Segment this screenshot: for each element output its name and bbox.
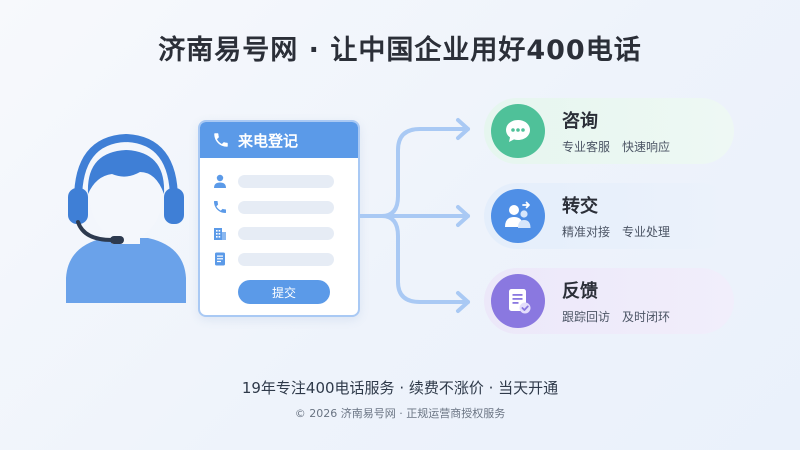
building-icon xyxy=(214,228,226,240)
note-field[interactable] xyxy=(212,246,346,272)
service-tag: 跟踪回访 xyxy=(562,310,611,324)
service-name: 咨询 xyxy=(562,111,598,132)
form-header: 来电登记 xyxy=(200,122,358,158)
service-transfer: 转交 精准对接专业处理 xyxy=(484,183,734,249)
footer-copyright: © 2026 济南易号网 · 正规运营商授权服务 xyxy=(294,407,506,420)
submit-button[interactable]: 提交 xyxy=(238,280,330,304)
chat-bubble-icon xyxy=(506,120,530,142)
service-tag: 快速响应 xyxy=(622,140,671,154)
form-title: 来电登记 xyxy=(238,131,299,150)
service-tag: 专业客服 xyxy=(562,140,611,154)
phone-icon xyxy=(214,133,228,147)
connector-line-consult xyxy=(358,127,470,218)
arrowhead-consult xyxy=(456,118,470,140)
name-input-bar[interactable] xyxy=(238,174,334,188)
company-field[interactable] xyxy=(212,220,346,246)
customer-service-agent-icon xyxy=(66,133,186,303)
document-icon xyxy=(215,252,225,266)
service-name: 转交 xyxy=(562,196,598,217)
name-field[interactable] xyxy=(212,168,346,194)
connector-line-feedback xyxy=(380,214,470,304)
phone-field[interactable] xyxy=(212,194,346,220)
phone-input-bar[interactable] xyxy=(238,200,334,214)
service-icon-circle xyxy=(491,104,545,158)
service-tag: 精准对接 xyxy=(562,225,611,239)
service-consult: 咨询 专业客服快速响应 xyxy=(484,98,734,164)
arrowhead-transfer xyxy=(456,205,470,227)
service-name: 反馈 xyxy=(562,281,598,302)
service-icon-circle xyxy=(491,274,545,328)
checklist-icon xyxy=(509,289,531,314)
footer-tagline: 19年专注400电话服务 · 续费不涨价 · 当天开通 xyxy=(241,379,559,397)
arrowhead-feedback xyxy=(456,291,470,313)
person-icon xyxy=(214,174,226,188)
service-tag: 及时闭环 xyxy=(622,310,671,324)
phone-icon xyxy=(214,201,226,213)
call-registration-form: 来电登记 xyxy=(198,120,360,317)
note-input-bar[interactable] xyxy=(238,252,334,266)
page-title: 济南易号网 · 让中国企业用好400电话 xyxy=(158,35,642,66)
service-tag: 专业处理 xyxy=(622,225,671,239)
service-feedback: 反馈 跟踪回访及时闭环 xyxy=(484,268,734,334)
service-icon-circle xyxy=(491,189,545,243)
company-input-bar[interactable] xyxy=(238,226,334,240)
users-transfer-icon xyxy=(505,201,531,228)
